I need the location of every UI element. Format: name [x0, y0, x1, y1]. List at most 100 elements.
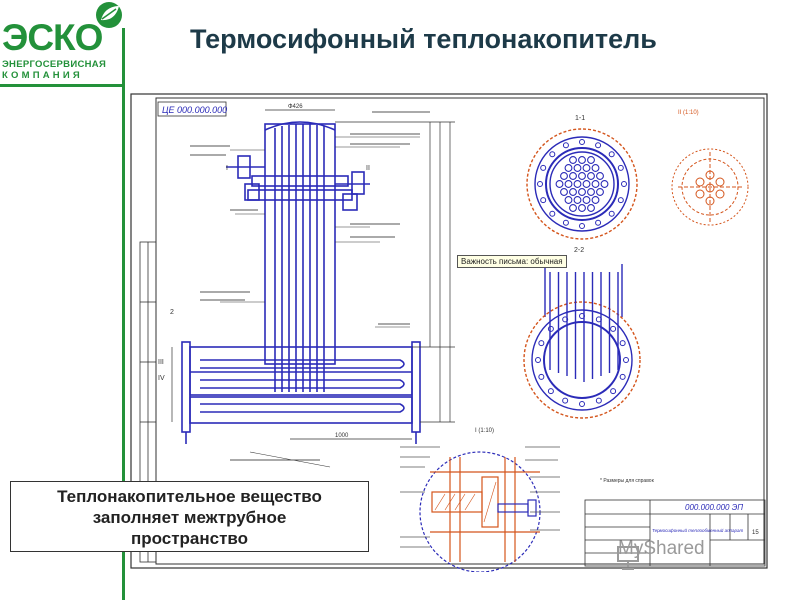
tube-section — [582, 196, 591, 204]
bolt-hole — [562, 219, 569, 226]
tube-hole — [705, 183, 715, 193]
bolt-hole — [547, 388, 554, 395]
tube-section — [587, 188, 595, 196]
tube-section — [564, 180, 573, 188]
bolt-hole — [617, 164, 624, 171]
bolt-hole — [535, 357, 541, 363]
tube-section — [582, 180, 591, 188]
tube-section — [591, 196, 600, 204]
bolt-hole — [617, 197, 624, 204]
detail-2-label: II (1:10) — [678, 110, 699, 116]
view-label-II: II — [366, 165, 370, 172]
tube-section — [569, 156, 577, 164]
divider-horizontal — [0, 84, 125, 87]
dimension-lines — [171, 109, 455, 440]
tube-section — [596, 188, 604, 196]
bolt-hole — [540, 164, 547, 171]
bolt-hole — [610, 388, 617, 395]
bolt-hole — [549, 151, 556, 158]
tube-section — [578, 156, 586, 164]
bolt-hole — [623, 357, 629, 363]
section-2-label: 2-2 — [574, 247, 584, 254]
tube-section — [578, 172, 586, 180]
bolt-hole — [538, 373, 545, 380]
bolt-hole — [547, 325, 554, 332]
section-2-view — [523, 264, 641, 419]
bolt-hole — [579, 313, 585, 319]
tube-section — [587, 156, 595, 164]
bolt-hole — [579, 401, 585, 407]
section-1-bolt-holes — [537, 139, 627, 229]
bolt-hole — [562, 397, 569, 404]
bolt-hole — [595, 397, 602, 404]
bolt-hole — [608, 210, 615, 217]
title-block — [584, 499, 766, 567]
section-1-view — [526, 128, 638, 240]
tooltip: Важность письма: обычная — [457, 255, 567, 268]
tube-hole — [715, 189, 725, 199]
divider-vertical — [122, 28, 125, 600]
tube-section — [569, 172, 577, 180]
section-1-label: 1-1 — [575, 115, 585, 122]
tube-section — [573, 164, 582, 172]
tube-section — [569, 188, 577, 196]
bolt-hole — [595, 316, 602, 323]
bolt-hole — [540, 197, 547, 204]
detail-1-leaders — [400, 446, 560, 548]
bolt-hole — [610, 325, 617, 332]
section-2-tubes — [549, 272, 619, 382]
detail-1-label: I (1:10) — [475, 428, 494, 434]
tube-section — [591, 180, 600, 188]
slide-title: Термосифонный теплонакопитель — [190, 24, 657, 54]
tube-hole — [695, 189, 705, 199]
logo-subtitle-2: КОМПАНИЯ — [2, 70, 83, 81]
tube-section — [573, 180, 582, 188]
tube-section — [564, 196, 573, 204]
tube-section — [578, 204, 586, 212]
logo-text: ЭСКО — [2, 17, 103, 58]
section-1-tubes — [555, 156, 609, 212]
leaf-icon — [96, 2, 122, 28]
bolt-hole — [537, 181, 543, 187]
bolt-hole — [619, 340, 626, 347]
callout-line-1: Теплонакопительное вещество — [57, 487, 322, 506]
bolt-hole — [579, 139, 585, 145]
bolt-hole — [619, 373, 626, 380]
doc-code-box — [157, 101, 227, 117]
view-label-2: 2 — [170, 309, 174, 316]
view-label-III: III — [158, 359, 164, 366]
bolt-hole — [549, 210, 556, 217]
tube-section — [564, 164, 573, 172]
callout-line-3: пространство — [130, 529, 249, 548]
tube-section — [573, 196, 582, 204]
view-label-I: I — [226, 165, 228, 172]
presentation-icon — [617, 546, 639, 570]
view-label-IV: IV — [158, 375, 165, 382]
tube-section — [569, 204, 577, 212]
label-text-lines — [190, 111, 430, 461]
tube-section — [587, 172, 595, 180]
section-2-bolt-holes — [535, 313, 629, 407]
tube-section — [560, 172, 568, 180]
detail-1-hatch — [434, 481, 497, 523]
tube-hole — [715, 177, 725, 187]
tube-hole — [695, 177, 705, 187]
bolt-hole — [562, 316, 569, 323]
engineering-drawing: ЦЕ 000.000.000 — [130, 93, 768, 572]
stamp-name: Термосифонный теплообменный аппарат — [652, 527, 744, 533]
tube-section — [555, 180, 564, 188]
callout-box: Теплонакопительное вещество заполняет ме… — [10, 481, 369, 552]
logo-subtitle-1: ЭНЕРГОСЕРВИСНАЯ — [2, 59, 107, 70]
bolt-hole — [621, 181, 627, 187]
bolt-hole — [595, 142, 602, 149]
stamp-sheets: 15 — [752, 530, 759, 536]
tube-hole — [705, 170, 715, 180]
tube-section — [582, 164, 591, 172]
drawing-frame — [130, 93, 768, 569]
tube-section — [600, 180, 609, 188]
dimension-main: 1000 — [335, 433, 349, 439]
tube-section — [587, 204, 595, 212]
detail-2-holes — [695, 170, 725, 206]
leader-labels — [220, 136, 420, 468]
drawing-note: * Размеры для справок — [600, 478, 655, 484]
